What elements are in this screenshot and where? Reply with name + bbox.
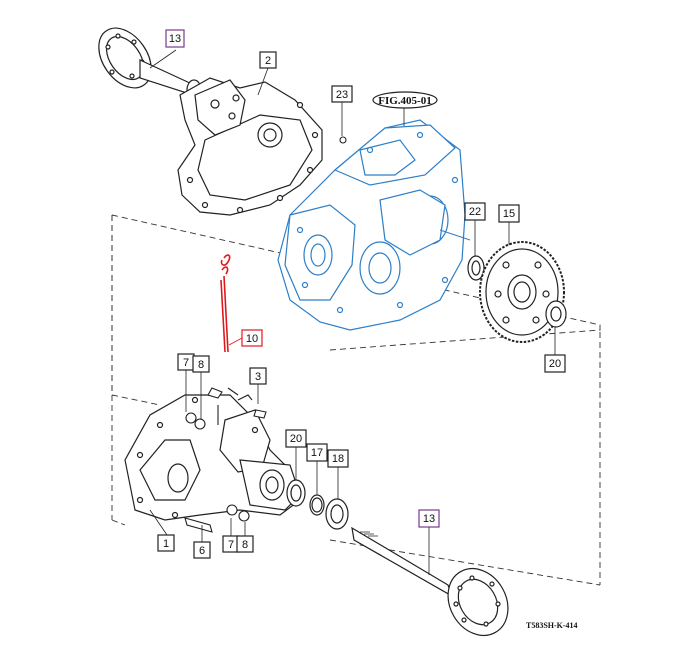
svg-text:3: 3 <box>255 371 261 383</box>
callout-6[interactable]: 6 <box>193 541 211 559</box>
callout-3[interactable]: 3 <box>249 367 267 385</box>
callout-23[interactable]: 23 <box>331 85 353 103</box>
callout-8-bottom[interactable]: 8 <box>236 535 254 553</box>
figure-reference-tag: FIG.405-01 <box>372 91 438 109</box>
callout-17[interactable]: 17 <box>306 443 328 462</box>
callout-20-mid[interactable]: 20 <box>285 429 307 448</box>
rear-axle-housing-top <box>177 77 323 216</box>
callout-13-bottom[interactable]: 13 <box>418 509 440 528</box>
svg-text:8: 8 <box>198 359 204 371</box>
rear-axle-housing-bottom <box>124 394 301 521</box>
svg-text:10: 10 <box>246 333 258 345</box>
seals-bottom <box>286 479 349 530</box>
callout-10[interactable]: 10 <box>241 329 263 347</box>
axle-shaft-bottom <box>351 526 509 636</box>
callout-7-top[interactable]: 7 <box>177 353 195 371</box>
svg-text:17: 17 <box>311 447 323 459</box>
callout-8-top[interactable]: 8 <box>192 355 210 373</box>
oil-seal-gear-side <box>545 300 567 328</box>
callout-2[interactable]: 2 <box>259 51 277 69</box>
callout-15[interactable]: 15 <box>498 204 520 223</box>
dipstick <box>220 254 231 353</box>
callout-1[interactable]: 1 <box>157 534 175 552</box>
svg-text:8: 8 <box>242 539 248 551</box>
svg-text:6: 6 <box>199 545 205 557</box>
oil-seal-right <box>467 255 485 281</box>
svg-text:18: 18 <box>332 453 344 465</box>
svg-text:7: 7 <box>183 357 189 369</box>
svg-text:13: 13 <box>169 33 181 45</box>
axle-shaft-top <box>98 27 202 101</box>
svg-text:15: 15 <box>503 208 515 220</box>
svg-text:7: 7 <box>228 539 234 551</box>
svg-text:23: 23 <box>336 89 348 101</box>
svg-text:22: 22 <box>469 206 481 218</box>
svg-text:13: 13 <box>423 513 435 525</box>
svg-text:2: 2 <box>265 55 271 67</box>
svg-text:20: 20 <box>290 433 302 445</box>
svg-text:20: 20 <box>549 358 561 370</box>
transmission-case <box>277 119 471 331</box>
fasteners-bottom <box>184 387 267 533</box>
final-gear <box>479 241 565 343</box>
dowel-pin <box>339 136 347 144</box>
drawing-code: T583SH-K-414 <box>526 621 578 630</box>
callouts: 13 2 23 22 15 20 10 7 <box>157 29 566 559</box>
callout-18[interactable]: 18 <box>327 449 349 468</box>
leader-lines <box>149 49 556 575</box>
callout-13-top[interactable]: 13 <box>165 29 185 48</box>
figure-reference-label: FIG.405-01 <box>378 95 431 107</box>
svg-text:1: 1 <box>163 538 169 550</box>
callout-20-right[interactable]: 20 <box>544 354 566 373</box>
callout-22[interactable]: 22 <box>464 202 486 221</box>
